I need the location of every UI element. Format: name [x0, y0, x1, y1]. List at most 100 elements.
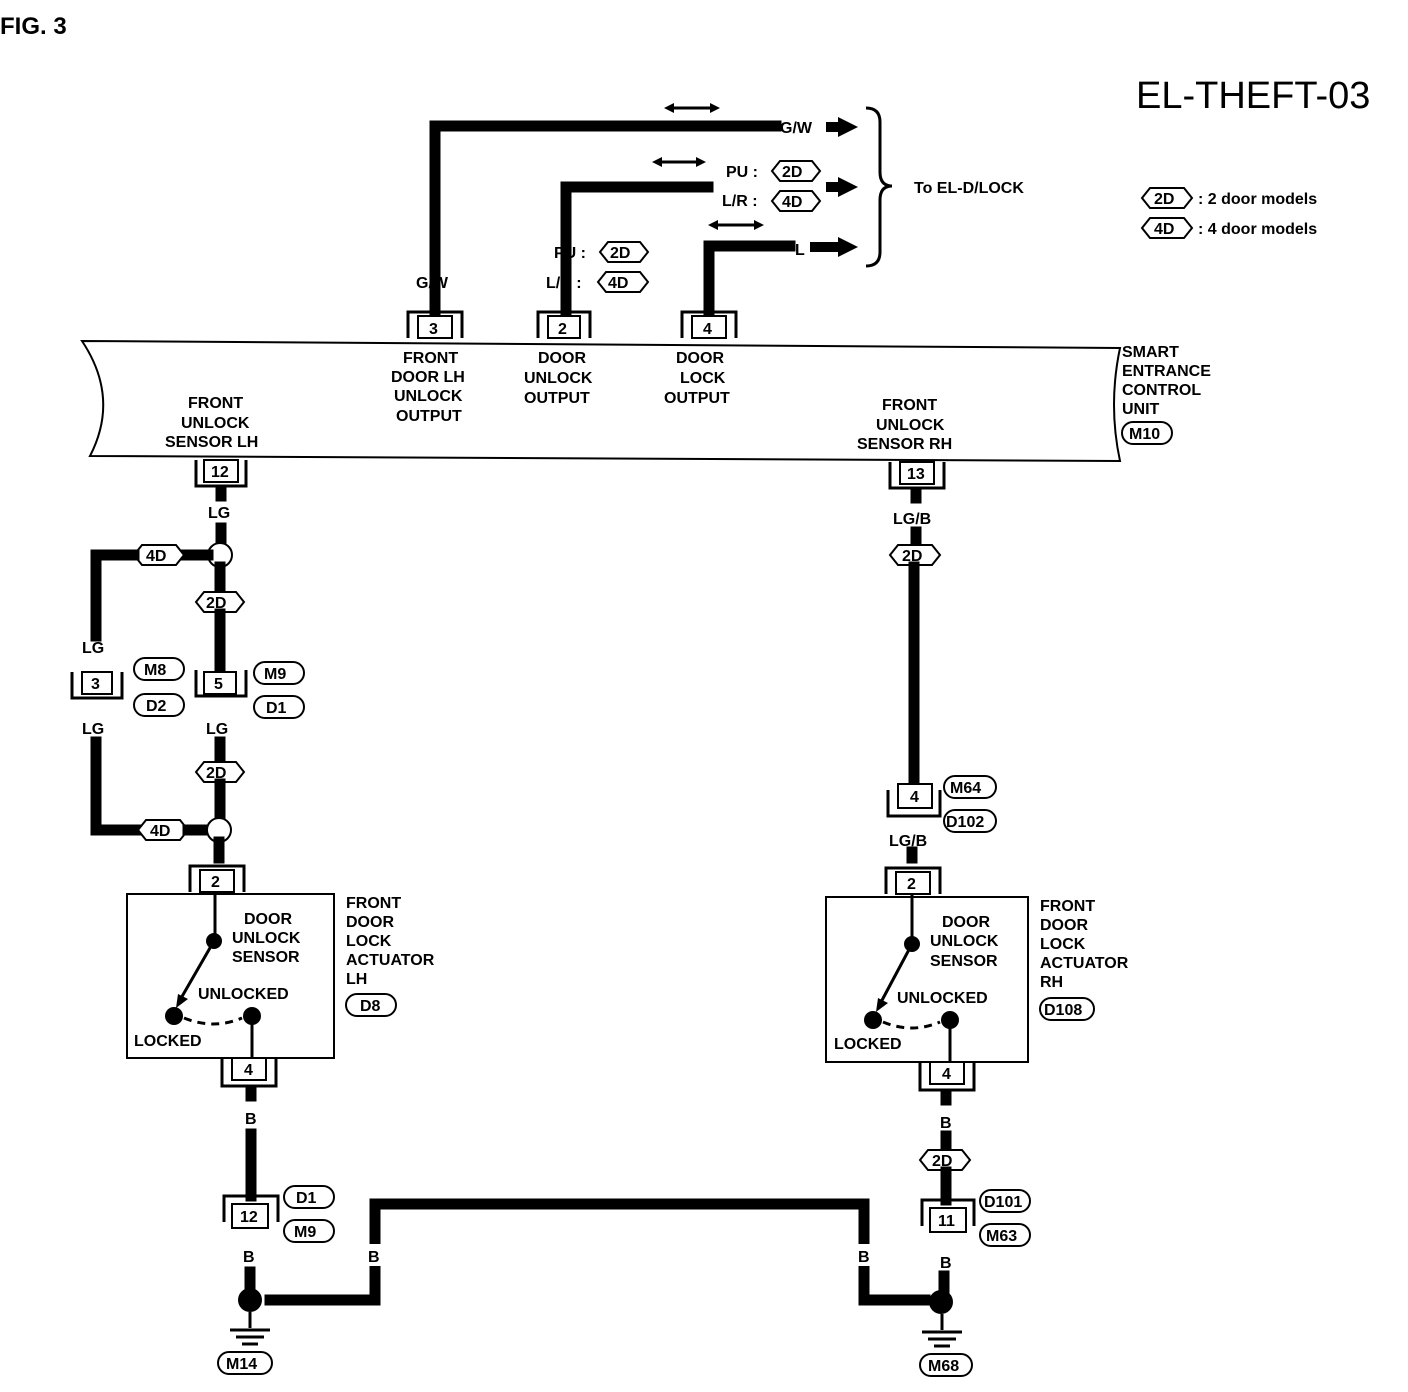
svg-text:LOCKED: LOCKED	[134, 1033, 202, 1050]
wire-gw	[429, 120, 782, 316]
svg-text:OUTPUT: OUTPUT	[664, 390, 730, 407]
top-connectors: 3 2 4	[406, 310, 738, 339]
svg-text:LOCK: LOCK	[1040, 936, 1086, 953]
wire-pu-lr	[560, 181, 714, 316]
svg-text:5: 5	[214, 676, 223, 693]
svg-text:4: 4	[942, 1066, 951, 1083]
svg-text:FRONT: FRONT	[188, 395, 243, 412]
svg-text:2: 2	[211, 874, 220, 891]
svg-text:UNLOCK: UNLOCK	[394, 388, 463, 405]
pin4-box	[691, 315, 727, 339]
legend-2d-tag-shape	[1140, 187, 1194, 209]
right-circuit: LG/B 2D 4 M64 D102 LG/B 2 DOOR UNLOCK SE…	[825, 486, 1129, 1377]
svg-text:UNLOCK: UNLOCK	[876, 417, 945, 434]
svg-text:CONTROL: CONTROL	[1122, 382, 1201, 399]
svg-text:SMART: SMART	[1122, 344, 1179, 361]
svg-text:FRONT: FRONT	[403, 350, 458, 367]
figure-label: FIG. 3	[0, 13, 67, 40]
svg-text:4: 4	[910, 789, 919, 806]
svg-text:M9: M9	[294, 1224, 316, 1241]
left-circuit: LG 4D LG 2D 3 M8 D2 5 M9 D1 LG 4D LG	[70, 484, 435, 1375]
wire-l	[703, 240, 796, 316]
svg-text:12: 12	[211, 464, 229, 481]
svg-text:2D: 2D	[902, 548, 922, 565]
svg-text:2: 2	[907, 876, 916, 893]
pin3-wire-label: G/W	[416, 275, 449, 292]
out-gw-label: G/W	[780, 120, 813, 137]
svg-text:DOOR: DOOR	[1040, 917, 1088, 934]
svg-text:DOOR: DOOR	[538, 350, 586, 367]
to-el-dlock: To EL-D/LOCK	[914, 180, 1024, 197]
svg-text:UNLOCK: UNLOCK	[232, 930, 301, 947]
svg-text:DOOR LH: DOOR LH	[391, 369, 465, 386]
svg-text:OUTPUT: OUTPUT	[396, 408, 462, 425]
svg-text:LH: LH	[346, 971, 367, 988]
svg-text:LG: LG	[208, 505, 230, 522]
svg-text:DOOR: DOOR	[244, 911, 292, 928]
svg-text:OUTPUT: OUTPUT	[524, 390, 590, 407]
pin3-number: 3	[429, 321, 438, 338]
svg-text:D108: D108	[1044, 1002, 1082, 1019]
svg-text:LG/B: LG/B	[889, 833, 927, 850]
arrow-gw-stem	[826, 122, 840, 132]
svg-text:DOOR: DOOR	[676, 350, 724, 367]
svg-text:FRONT: FRONT	[346, 895, 401, 912]
svg-text:4D: 4D	[150, 823, 170, 840]
svg-text:SENSOR: SENSOR	[232, 949, 300, 966]
svg-text:LG: LG	[206, 721, 228, 738]
svg-text:2D: 2D	[932, 1153, 952, 1170]
pin2-wire-pu-tag: 2D	[610, 245, 630, 262]
svg-text:UNLOCK: UNLOCK	[524, 370, 593, 387]
svg-text:RH: RH	[1040, 974, 1063, 991]
svg-text:4D: 4D	[146, 548, 166, 565]
svg-text:3: 3	[91, 676, 100, 693]
arrow-pulr-icon	[838, 177, 858, 197]
svg-text:UNLOCKED: UNLOCKED	[198, 986, 289, 1003]
control-unit-box	[80, 339, 1122, 463]
actuator-lh-box	[126, 893, 335, 1059]
ground-lh-splice-icon	[238, 1288, 262, 1312]
svg-text:12: 12	[240, 1209, 258, 1226]
out-lr-tag: 4D	[782, 194, 802, 211]
svg-text:FRONT: FRONT	[1040, 898, 1095, 915]
svg-text:SENSOR LH: SENSOR LH	[165, 434, 258, 451]
svg-text:M68: M68	[928, 1358, 959, 1375]
bottom-connectors: 12 13	[194, 459, 946, 490]
svg-text:M9: M9	[264, 666, 286, 683]
pin4-wire-label: L	[704, 275, 714, 292]
svg-text:SENSOR: SENSOR	[930, 953, 998, 970]
legend-2d-text: : 2 door models	[1198, 191, 1317, 208]
svg-text:D102: D102	[946, 814, 984, 831]
svg-text:4: 4	[244, 1062, 253, 1079]
ground-rh-splice-icon	[929, 1290, 953, 1314]
svg-text:D8: D8	[360, 998, 381, 1015]
svg-text:LOCK: LOCK	[346, 933, 392, 950]
pin2-wire-lr-tag: 4D	[608, 275, 628, 292]
svg-text:LG/B: LG/B	[893, 511, 931, 528]
unit-connector: M10	[1129, 426, 1160, 443]
svg-text:LG: LG	[82, 640, 104, 657]
svg-text:D101: D101	[984, 1194, 1022, 1211]
svg-text:D2: D2	[146, 698, 167, 715]
legend-4d-text: : 4 door models	[1198, 221, 1317, 238]
arrow-gw-icon	[838, 117, 858, 137]
svg-text:DOOR: DOOR	[346, 914, 394, 931]
pin2-box	[547, 315, 581, 339]
legend-4d-tag: 4D	[1154, 221, 1174, 238]
out-l-label: L	[795, 242, 805, 259]
svg-text:B: B	[245, 1111, 257, 1128]
svg-text:B: B	[243, 1249, 255, 1266]
top-wires: G/W PU : 2D L/R : 4D L To EL-D/LOCK	[429, 103, 1024, 316]
legend-2d-tag: 2D	[1154, 191, 1174, 208]
out-pu-tag: 2D	[782, 164, 802, 181]
pin4-number: 4	[703, 321, 712, 338]
svg-text:ACTUATOR: ACTUATOR	[346, 952, 435, 969]
svg-text:LOCK: LOCK	[680, 370, 726, 387]
svg-text:ENTRANCE: ENTRANCE	[1122, 363, 1211, 380]
svg-text:2D: 2D	[206, 765, 226, 782]
svg-text:2D: 2D	[206, 595, 226, 612]
out-pu-label: PU :	[726, 164, 758, 181]
diagram-id: EL-THEFT-03	[1136, 75, 1370, 117]
svg-text:B: B	[368, 1249, 380, 1266]
